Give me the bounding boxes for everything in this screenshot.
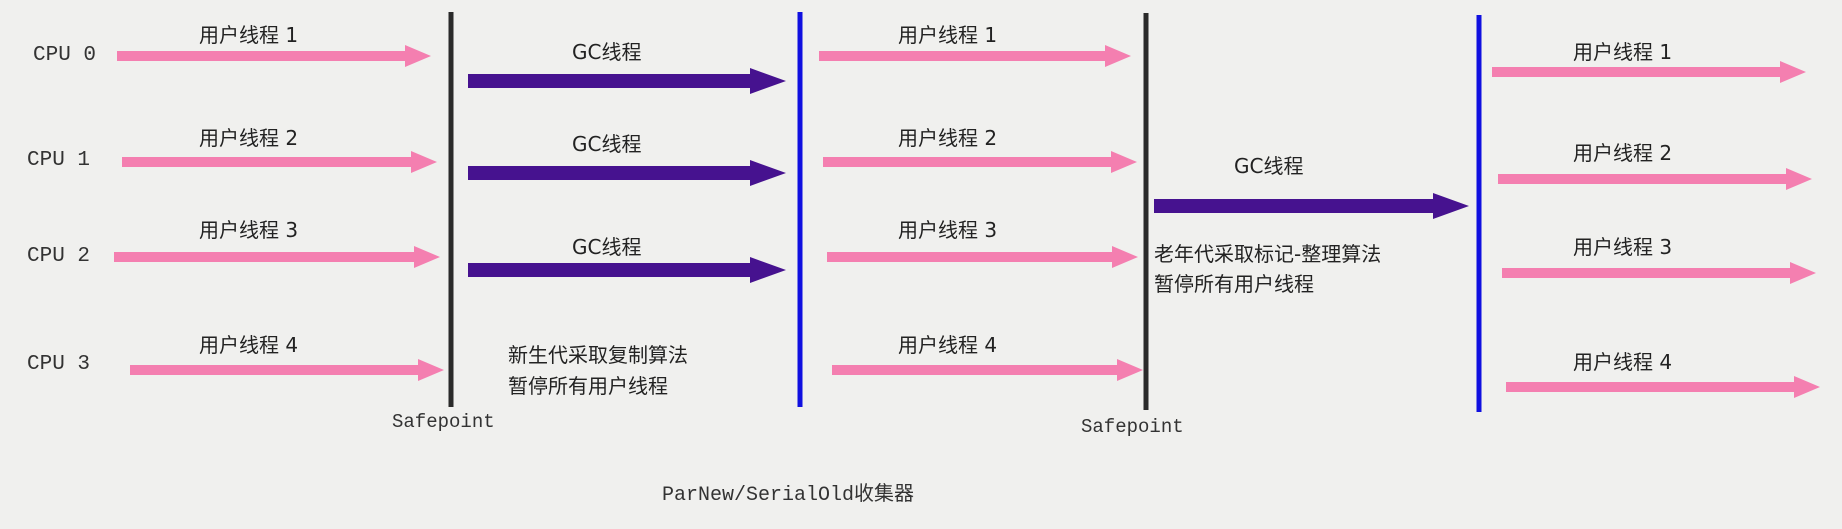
user-thread-arrow: [1498, 168, 1812, 190]
young-gen-note: 新生代采取复制算法: [508, 343, 688, 367]
user-thread-label: 用户线程 2: [898, 126, 997, 150]
gc-thread-label: GC线程: [572, 235, 641, 259]
user-thread-arrow: [1506, 376, 1820, 398]
old-gen-note: 老年代采取标记-整理算法: [1154, 242, 1381, 266]
user-thread-label: 用户线程 4: [1573, 350, 1672, 374]
cpu-label: CPU 0: [33, 44, 96, 67]
gc-thread-arrow: [468, 160, 786, 186]
young-gen-note: 暂停所有用户线程: [508, 374, 668, 398]
gc-thread-label: GC线程: [1234, 154, 1303, 178]
gc-thread-label: GC线程: [572, 132, 641, 156]
user-thread-arrow: [130, 359, 444, 381]
user-thread-arrow: [819, 45, 1131, 67]
user-thread-label: 用户线程 4: [898, 333, 997, 357]
user-thread-label: 用户线程 1: [1573, 40, 1672, 64]
user-thread-arrow: [122, 151, 437, 173]
safepoint-label: Safepoint: [392, 411, 495, 433]
user-thread-arrow: [1492, 61, 1806, 83]
user-thread-label: 用户线程 3: [199, 218, 298, 242]
gc-thread-arrow: [1154, 193, 1469, 219]
user-thread-label: 用户线程 2: [199, 126, 298, 150]
user-thread-arrow: [117, 45, 431, 67]
user-thread-arrow: [1502, 262, 1816, 284]
user-thread-arrow: [114, 246, 440, 268]
gc-thread-arrow: [468, 68, 786, 94]
cpu-label: CPU 1: [27, 149, 90, 172]
user-thread-label: 用户线程 2: [1573, 141, 1672, 165]
user-thread-label: 用户线程 1: [199, 23, 298, 47]
user-thread-label: 用户线程 3: [1573, 235, 1672, 259]
user-thread-arrow: [832, 359, 1143, 381]
user-thread-label: 用户线程 3: [898, 218, 997, 242]
gc-thread-arrow: [468, 257, 786, 283]
user-thread-arrow: [827, 246, 1138, 268]
old-gen-note: 暂停所有用户线程: [1154, 272, 1314, 296]
user-thread-label: 用户线程 4: [199, 333, 298, 357]
user-thread-arrow: [823, 151, 1137, 173]
safepoint-label: Safepoint: [1081, 416, 1184, 438]
cpu-label: CPU 2: [27, 245, 90, 268]
gc-thread-label: GC线程: [572, 40, 641, 64]
user-thread-label: 用户线程 1: [898, 23, 997, 47]
cpu-label: CPU 3: [27, 353, 90, 376]
diagram-title: ParNew/SerialOld收集器: [662, 482, 914, 507]
